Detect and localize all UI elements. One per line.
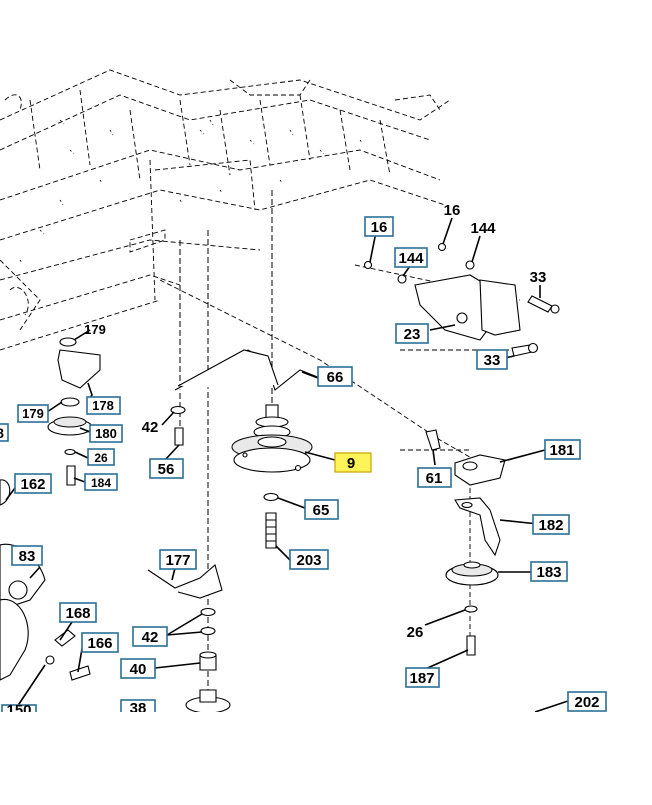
callout-box xyxy=(364,216,394,237)
callout-187: 187 xyxy=(409,670,434,687)
control-rod-66 xyxy=(170,349,321,446)
callout-181: 181 xyxy=(549,442,574,459)
callout-168: 168 xyxy=(65,605,90,622)
callout-42-lower: 42 xyxy=(142,629,159,646)
idler-pulley-left xyxy=(47,337,101,486)
callout-9-highlight xyxy=(334,452,372,473)
callout-26-left: 26 xyxy=(94,451,108,465)
callout-66: 66 xyxy=(327,369,344,386)
callout-33-plain: 33 xyxy=(530,269,547,286)
callout-26-right: 26 xyxy=(407,624,424,641)
callout-179-plain: 179 xyxy=(84,322,106,337)
callout-144: 144 xyxy=(398,250,424,267)
bracket-177-stack xyxy=(147,564,231,714)
callout-179: 179 xyxy=(22,406,44,421)
callout-203: 203 xyxy=(296,552,321,569)
callout-56: 56 xyxy=(158,461,175,478)
callout-180: 180 xyxy=(95,426,117,441)
callout-23: 23 xyxy=(404,326,421,343)
callout-65: 65 xyxy=(313,502,330,519)
callout-184: 184 xyxy=(91,476,111,490)
callout-166: 166 xyxy=(87,635,112,652)
callout-178: 178 xyxy=(92,398,114,413)
callout-144-plain: 144 xyxy=(470,220,496,237)
callout-40: 40 xyxy=(130,661,147,678)
callout-9: 9 xyxy=(347,455,355,472)
main-pulley-9 xyxy=(231,404,313,549)
callout-183: 183 xyxy=(536,564,561,581)
callout-202: 202 xyxy=(574,694,599,711)
callout-16-plain: 16 xyxy=(444,202,461,219)
callout-61: 61 xyxy=(426,470,443,487)
callout-83: 83 xyxy=(19,548,36,565)
callouts: 16 16 144 144 33 33 23 179 179 178 180 2… xyxy=(0,202,607,719)
callout-33: 33 xyxy=(484,352,501,369)
bracket-23-assembly xyxy=(363,242,560,357)
callout-182: 182 xyxy=(538,517,563,534)
chassis-frame xyxy=(0,69,451,351)
callout-42-upper: 42 xyxy=(142,419,159,436)
callout-16: 16 xyxy=(371,219,388,236)
callout-177: 177 xyxy=(165,552,190,569)
callout-162: 162 xyxy=(20,476,45,493)
idler-assembly-right xyxy=(425,429,506,656)
callout-8: 8 xyxy=(0,425,4,441)
bottom-whitespace xyxy=(0,712,652,800)
left-edge-parts xyxy=(0,479,91,711)
